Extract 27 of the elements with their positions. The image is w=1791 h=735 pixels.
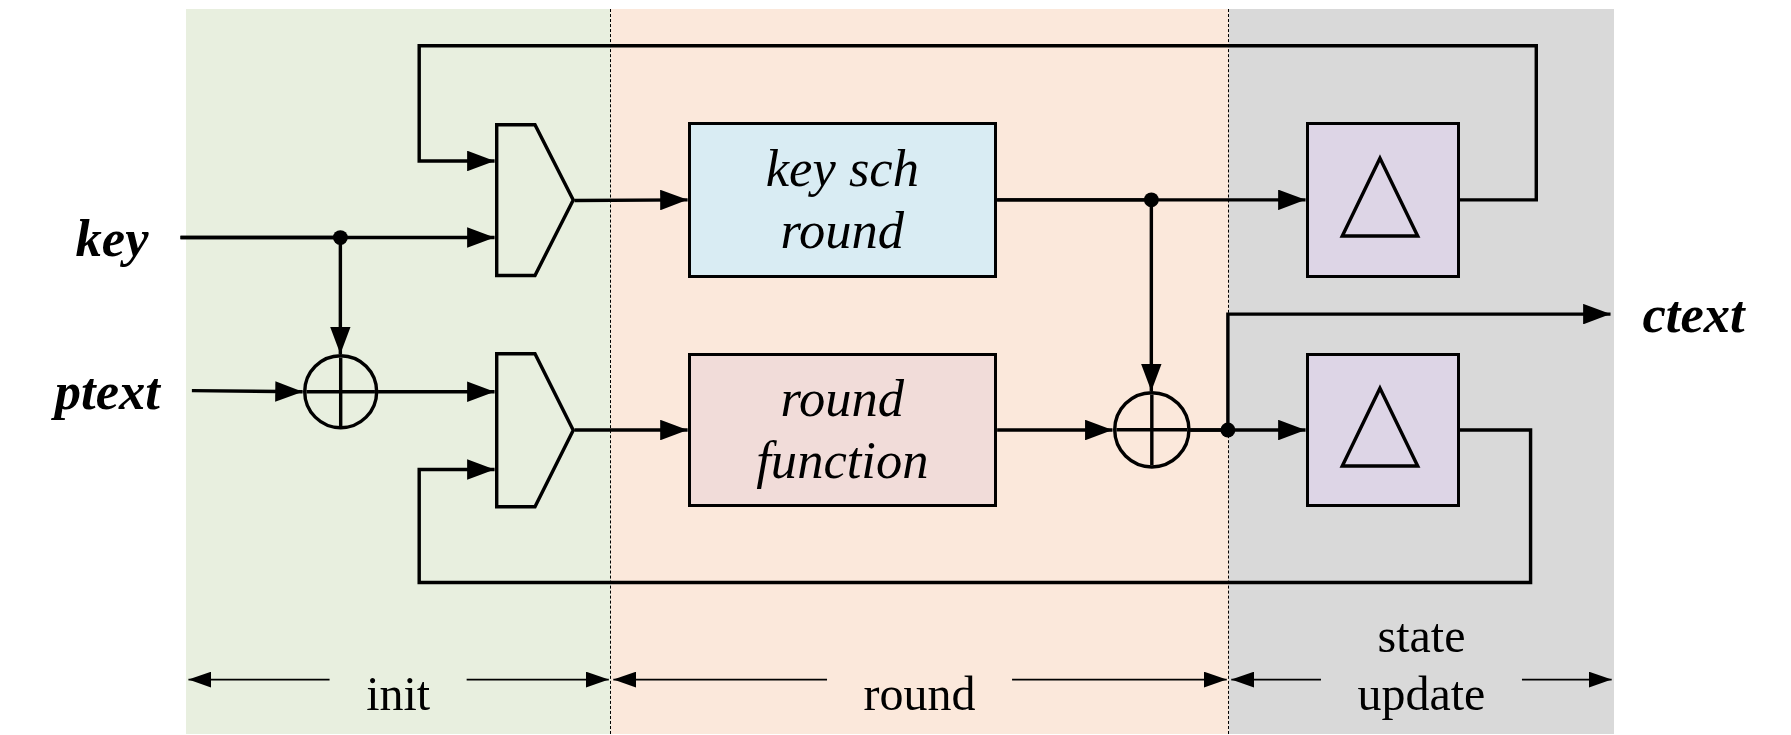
stage-label: state update <box>1356 607 1487 722</box>
multiplexer-symbol <box>494 123 575 278</box>
stage-label: init <box>365 665 432 722</box>
arrow <box>191 381 303 402</box>
arrow <box>417 43 1538 202</box>
signal-label: key <box>22 205 149 270</box>
xor-symbol <box>302 354 379 430</box>
arrow <box>417 428 1533 585</box>
multiplexer-symbol <box>494 351 575 509</box>
arrow <box>997 198 1162 392</box>
arrow <box>1190 303 1611 432</box>
process-box: round function <box>687 352 998 508</box>
register-box <box>1305 352 1460 508</box>
arrow <box>574 189 688 211</box>
signal-label: ptext <box>9 358 160 423</box>
stage-band <box>1229 9 1614 735</box>
stage-band <box>611 9 1229 735</box>
stage-label: round <box>862 665 977 722</box>
arrow <box>180 235 351 355</box>
xor-symbol <box>1112 391 1191 469</box>
arrow <box>997 419 1113 441</box>
register-box <box>1305 122 1460 278</box>
arrow <box>378 381 495 402</box>
process-box: key sch round <box>687 122 998 278</box>
arrow <box>574 419 688 441</box>
stage-band <box>186 9 612 735</box>
signal-label: ctext <box>1642 282 1785 347</box>
